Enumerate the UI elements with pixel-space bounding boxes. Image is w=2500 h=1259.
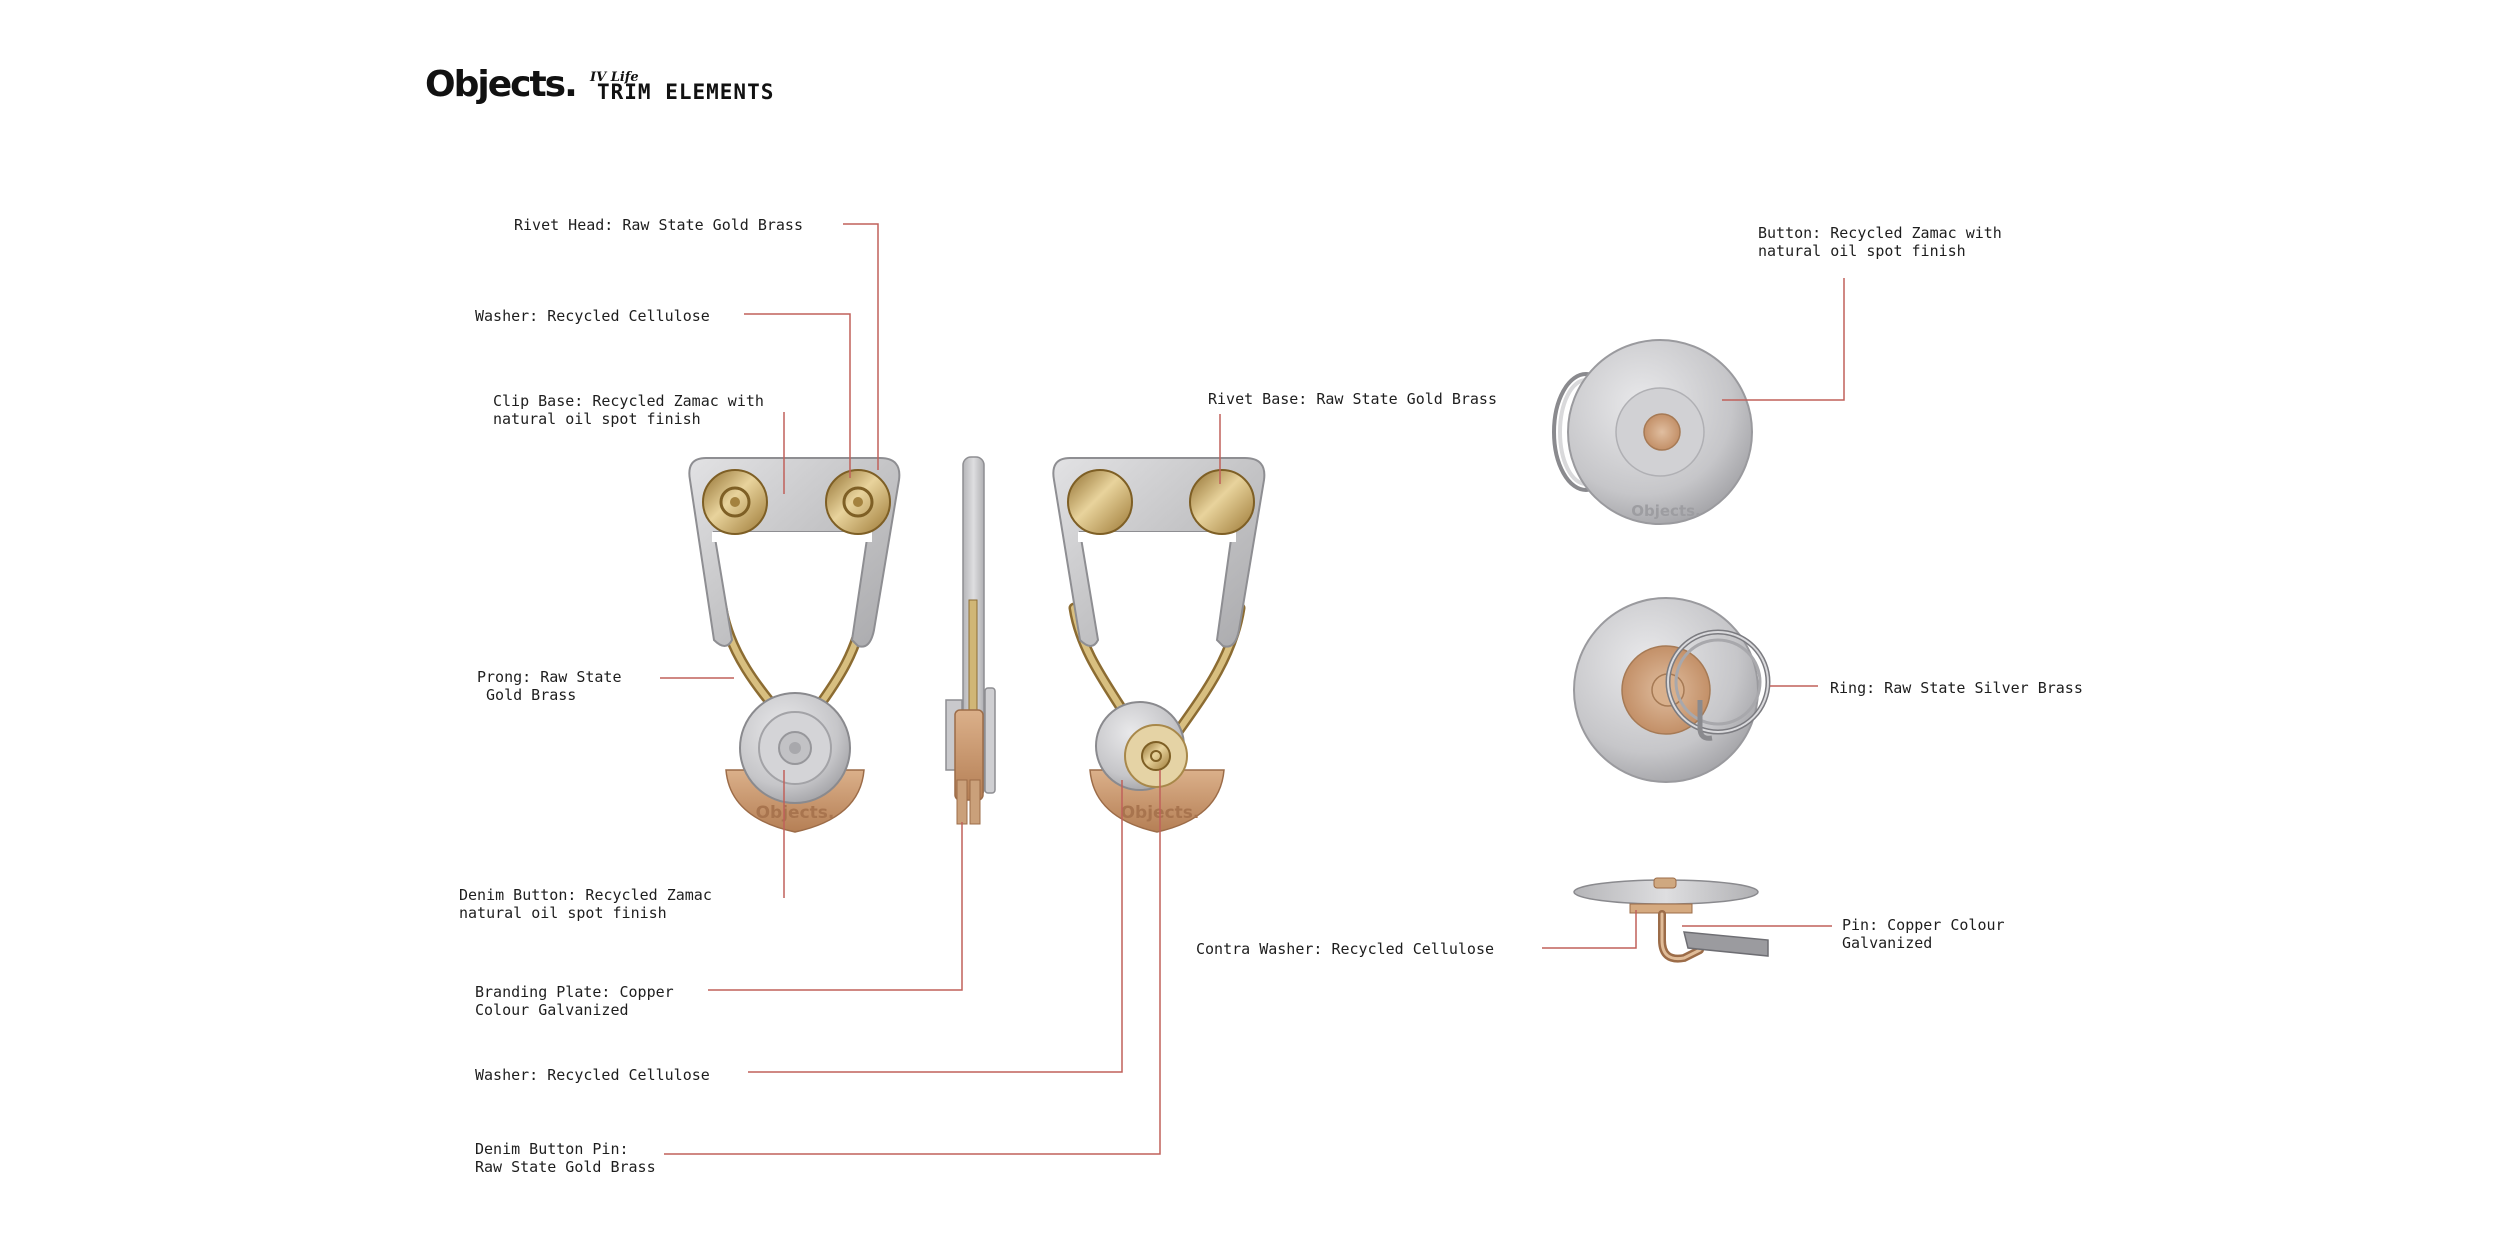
copper-pin (1658, 910, 1704, 963)
back-denim-button-pin (1141, 741, 1171, 771)
leader-button (1722, 278, 1845, 401)
button-engraving: Objects. (1631, 502, 1701, 520)
label-clip-base: Clip Base: Recycled Zamac with natural o… (493, 392, 764, 428)
label-denim-button-pin: Denim Button Pin: Raw State Gold Brass (475, 1140, 656, 1176)
label-ring: Ring: Raw State Silver Brass (1830, 679, 2083, 697)
label-branding-plate: Branding Plate: Copper Colour Galvanized (475, 983, 674, 1019)
leader-contra-washer (1542, 910, 1637, 949)
leader-lines (660, 223, 1845, 1155)
front-plate-engraving: Objects. (756, 803, 835, 823)
label-rivet-head: Rivet Head: Raw State Gold Brass (514, 216, 803, 234)
silver-ring-side (1683, 931, 1769, 957)
leader-denim-button-pin (664, 770, 1161, 1155)
front-rivet-head-left (702, 469, 768, 535)
label-washer-bottom: Washer: Recycled Cellulose (475, 1066, 710, 1084)
leader-rivet-head (843, 223, 879, 470)
brand-logo: Objects. (425, 64, 578, 105)
front-denim-button (739, 692, 851, 804)
brand-logo-superscript: IV Life (590, 70, 639, 85)
front-clip-view: Objects. (688, 457, 901, 833)
label-button: Button: Recycled Zamac with natural oil … (1758, 224, 2002, 260)
side-clip-view (945, 456, 996, 825)
silver-ring (1665, 629, 1771, 741)
label-denim-button: Denim Button: Recycled Zamac natural oil… (459, 886, 712, 922)
label-prong: Prong: Raw State Gold Brass (477, 668, 622, 704)
button-back-view (1573, 597, 1771, 783)
button-side-view (1573, 877, 1769, 963)
label-pin: Pin: Copper Colour Galvanized (1842, 916, 2005, 952)
label-washer-top: Washer: Recycled Cellulose (475, 307, 710, 325)
back-clip-view: Objects. (1052, 457, 1266, 833)
label-rivet-base: Rivet Base: Raw State Gold Brass (1208, 390, 1497, 408)
leader-washer-bottom (748, 780, 1123, 1073)
page-title: TRIM ELEMENTS (597, 80, 775, 104)
front-rivet-head-right (825, 469, 891, 535)
button-front-view: Objects. (1552, 339, 1753, 525)
back-rivet-base-left (1067, 469, 1133, 535)
leader-washer-top (744, 313, 851, 478)
label-contra-washer: Contra Washer: Recycled Cellulose (1196, 940, 1495, 958)
leader-branding-plate (708, 822, 963, 991)
back-rivet-base-right (1189, 469, 1255, 535)
